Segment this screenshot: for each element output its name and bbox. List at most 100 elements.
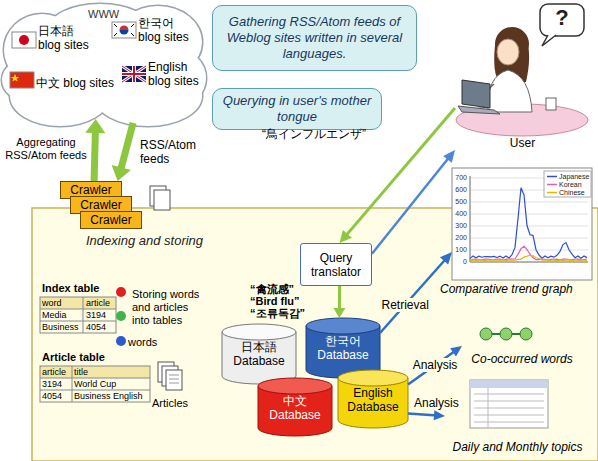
trend-graph [470, 178, 588, 250]
japan-flag [12, 32, 36, 48]
table-cell: 3194 [42, 379, 62, 390]
user-figure: User [455, 10, 590, 150]
index-table-grid [116, 336, 126, 346]
node-text: 日本語 Database [222, 340, 296, 368]
user-illustration [497, 39, 519, 65]
index-table-grid [40, 297, 116, 333]
connector [408, 346, 462, 385]
topics-thumbnail [470, 380, 548, 428]
user-illustration [540, 4, 584, 36]
uk-flag [122, 66, 146, 82]
topics-thumbnail [474, 388, 544, 428]
node-text: Daily and Monthly topics [445, 440, 590, 454]
table-cell: Media [42, 310, 67, 321]
index-table-grid [40, 287, 126, 346]
site-group: English blog sites [148, 60, 206, 90]
callout-box: Gathering RSS/Atom feeds of Weblog sites… [212, 5, 417, 71]
node-text: 中文 blog sites [36, 76, 120, 90]
database-cylinder: 日本語 Database [222, 324, 296, 384]
article-table-grid [40, 366, 150, 402]
uk-flag [122, 66, 146, 82]
article-documents [158, 362, 182, 390]
node-text: Gathering RSS/Atom feeds of Weblog sites… [221, 14, 408, 62]
database-cylinder: 中文 Database [258, 378, 332, 436]
arrowhead [434, 410, 445, 420]
co-occurrence-icon [500, 328, 512, 340]
table-cell: title [74, 367, 88, 378]
korea-flag [120, 26, 129, 31]
connector-line [380, 258, 446, 333]
trend-graph [452, 168, 592, 280]
arrowhead [85, 119, 105, 133]
co-occurrence-icon [480, 328, 532, 340]
japan-flag [19, 35, 29, 45]
crawler-box: Crawler [80, 211, 142, 229]
axis-value: 600 [451, 186, 467, 194]
index-table-grid [116, 311, 126, 321]
arrowhead [450, 346, 462, 356]
site-group: 中文 blog sites [36, 76, 120, 92]
arrowhead [340, 230, 352, 243]
korea-flag [114, 24, 134, 36]
connector [112, 123, 134, 181]
result-icon: Daily and Monthly topics [445, 376, 590, 456]
node-text: Co-occurred words [462, 352, 582, 366]
user-illustration [462, 80, 490, 108]
annotation: Articles [152, 397, 188, 410]
connector-line [408, 414, 437, 416]
node-text: Comparative trend graph [440, 282, 573, 296]
arrowhead [333, 308, 345, 318]
www-cloud [2, 4, 206, 126]
node-text: WWW [88, 8, 119, 20]
result-icon: Co-occurred words [462, 326, 582, 366]
legend-sample [547, 192, 557, 194]
edge-label: Analysis [414, 396, 459, 410]
arrowhead [440, 252, 452, 265]
site-group: 한국어 blog sites [138, 16, 200, 46]
database-cylinder: English Database [338, 370, 408, 428]
node-text: 한국어 blog sites [138, 16, 200, 44]
node-text: Querying in user's mother tongue [221, 93, 373, 125]
user-illustration [542, 35, 556, 46]
axis-value: 100 [451, 246, 467, 254]
annotation: Storing words and articles into tables [132, 288, 207, 327]
uk-flag [122, 66, 146, 82]
www-cloud [2, 4, 206, 126]
trend-line [470, 255, 587, 261]
axis-value: 200 [451, 234, 467, 242]
co-occurrence-icon [480, 328, 492, 340]
edge-label: RSS/Atom feeds [140, 138, 198, 166]
article-table-grid [40, 366, 150, 402]
node-text: 中文 Database [258, 394, 332, 422]
feed-documents [150, 186, 170, 210]
legend-sample [547, 184, 557, 186]
trend-graph [470, 176, 588, 262]
table-cell: article [42, 367, 66, 378]
system-panel: Indexing and storingQuery translatorInde… [32, 208, 598, 461]
node-text: Indexing and storing [86, 233, 203, 248]
axis-value: 700 [451, 174, 467, 182]
annotation: “Bird flu” [250, 295, 300, 308]
china-flag [11, 74, 19, 82]
trend-graph [452, 168, 592, 280]
table-cell: 4054 [42, 391, 62, 402]
user-illustration [458, 106, 500, 114]
axis-value: 0 [451, 258, 467, 266]
co-occurrence-icon [520, 328, 532, 340]
edge-label: “鳥インフルエンザ” [262, 127, 366, 141]
trend-graph [470, 188, 587, 261]
node-text: Crawler [80, 198, 121, 212]
index-table-grid [116, 287, 126, 297]
node-text: English Database [338, 386, 408, 414]
site-group: 日本語 blog sites [38, 24, 100, 54]
index-table-grid [40, 297, 116, 333]
connector [408, 410, 445, 420]
trend-graph [544, 171, 591, 197]
table-cell: article [86, 298, 110, 309]
connector-line [372, 157, 450, 254]
feed-documents [154, 190, 170, 210]
process-box: Query translator [300, 243, 372, 286]
edge-label: Analysis [411, 358, 460, 372]
edge-label: Retrieval [380, 298, 431, 312]
trend-line [470, 246, 587, 260]
